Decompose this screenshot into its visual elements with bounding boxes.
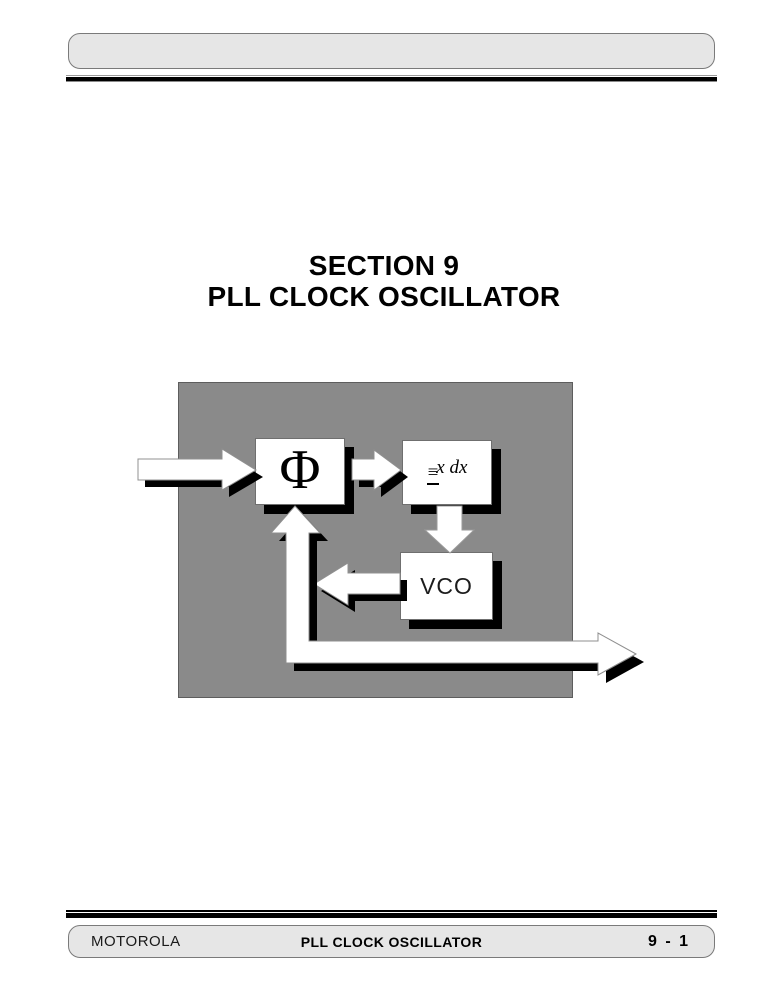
vco-label: VCO: [420, 572, 473, 599]
footer-rule: [66, 910, 717, 918]
footer-page-number: 9 - 1: [647, 932, 690, 950]
footer-section-title: PLL CLOCK OSCILLATOR: [300, 933, 483, 950]
header-rule: [66, 75, 717, 82]
header-banner: [68, 33, 715, 69]
title-line-1: SECTION 9: [308, 250, 460, 281]
title-line-2: PLL CLOCK OSCILLATOR: [207, 281, 561, 312]
phase-detector-block: Φ: [255, 438, 345, 505]
integrator-bars: ≡: [426, 461, 440, 485]
integrator-math: x dx: [436, 456, 468, 478]
phase-detector-label: Φ: [279, 438, 321, 501]
integrator-label: ≡x dx: [426, 457, 467, 485]
footer-banner: MOTOROLA PLL CLOCK OSCILLATOR 9 - 1: [68, 925, 715, 958]
footer-company: MOTOROLA: [91, 933, 181, 950]
diagram-panel: [178, 382, 573, 698]
vco-block: VCO: [400, 552, 493, 620]
page-title: SECTION 9 PLL CLOCK OSCILLATOR: [0, 250, 768, 312]
integrator-block: ≡x dx: [402, 440, 492, 505]
